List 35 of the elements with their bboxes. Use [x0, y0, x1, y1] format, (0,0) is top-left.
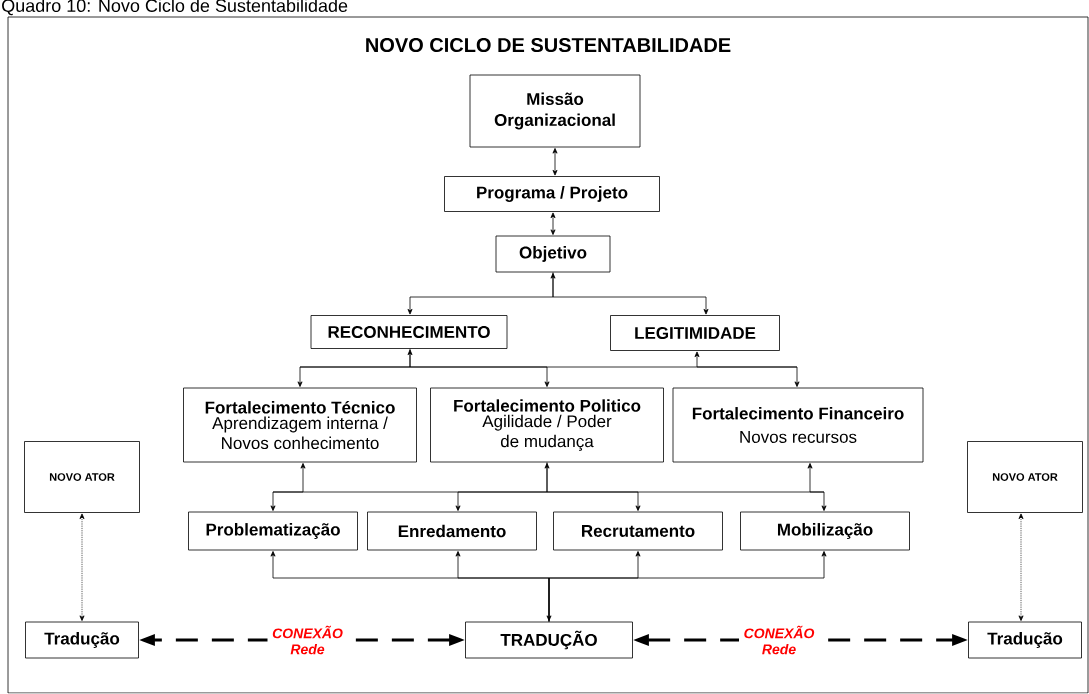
edge-label: CONEXÃO Rede: [739, 624, 819, 656]
process-box: RECONHECIMENTO: [310, 315, 508, 349]
arrow: [297, 349, 413, 387]
process-box: Fortalecimento Financeiro Novos recursos: [672, 387, 924, 463]
process-box: Tradução: [968, 621, 1082, 659]
arrow: [409, 348, 550, 387]
arrow: [552, 148, 558, 176]
process-box: Programa / Projeto: [444, 176, 660, 212]
process-box: Recrutamento: [553, 511, 723, 551]
process-box: Fortalecimento Politico Agilidade / Poder de mudança: [430, 387, 664, 463]
edge-label: CONEXÃO Rede: [267, 624, 348, 656]
arrow: [546, 462, 641, 511]
arrow: [694, 351, 800, 387]
arrow: [548, 551, 827, 622]
process-box: Mobilização: [740, 511, 910, 551]
title: NOVO CICLO DE SUSTENTABILIDADE: [366, 37, 731, 53]
arrow: [550, 212, 556, 235]
arrow: [270, 551, 552, 621]
process-box: Objetivo: [495, 235, 611, 273]
process-box: Enredamento: [367, 511, 537, 551]
process-box: Tradução: [25, 621, 139, 659]
arrow: [407, 273, 556, 315]
arrow: [807, 463, 827, 511]
process-box: NOVO ATOR: [967, 441, 1083, 513]
process-box: Fortalecimento Técnico Aprendizagem interna / Novos conhecimento: [183, 387, 417, 463]
arrow: [79, 513, 85, 621]
arrow: [270, 463, 306, 511]
process-box: TRADUÇÃO: [465, 621, 633, 659]
arrow: [455, 463, 550, 511]
arrow: [552, 272, 709, 315]
process-box: NOVO ATOR: [24, 441, 140, 513]
process-box: Missão Organizacional: [469, 74, 641, 148]
process-box: Problematização: [188, 511, 358, 551]
process-box: LEGITIMIDADE: [610, 315, 780, 351]
arrow: [1018, 513, 1024, 621]
